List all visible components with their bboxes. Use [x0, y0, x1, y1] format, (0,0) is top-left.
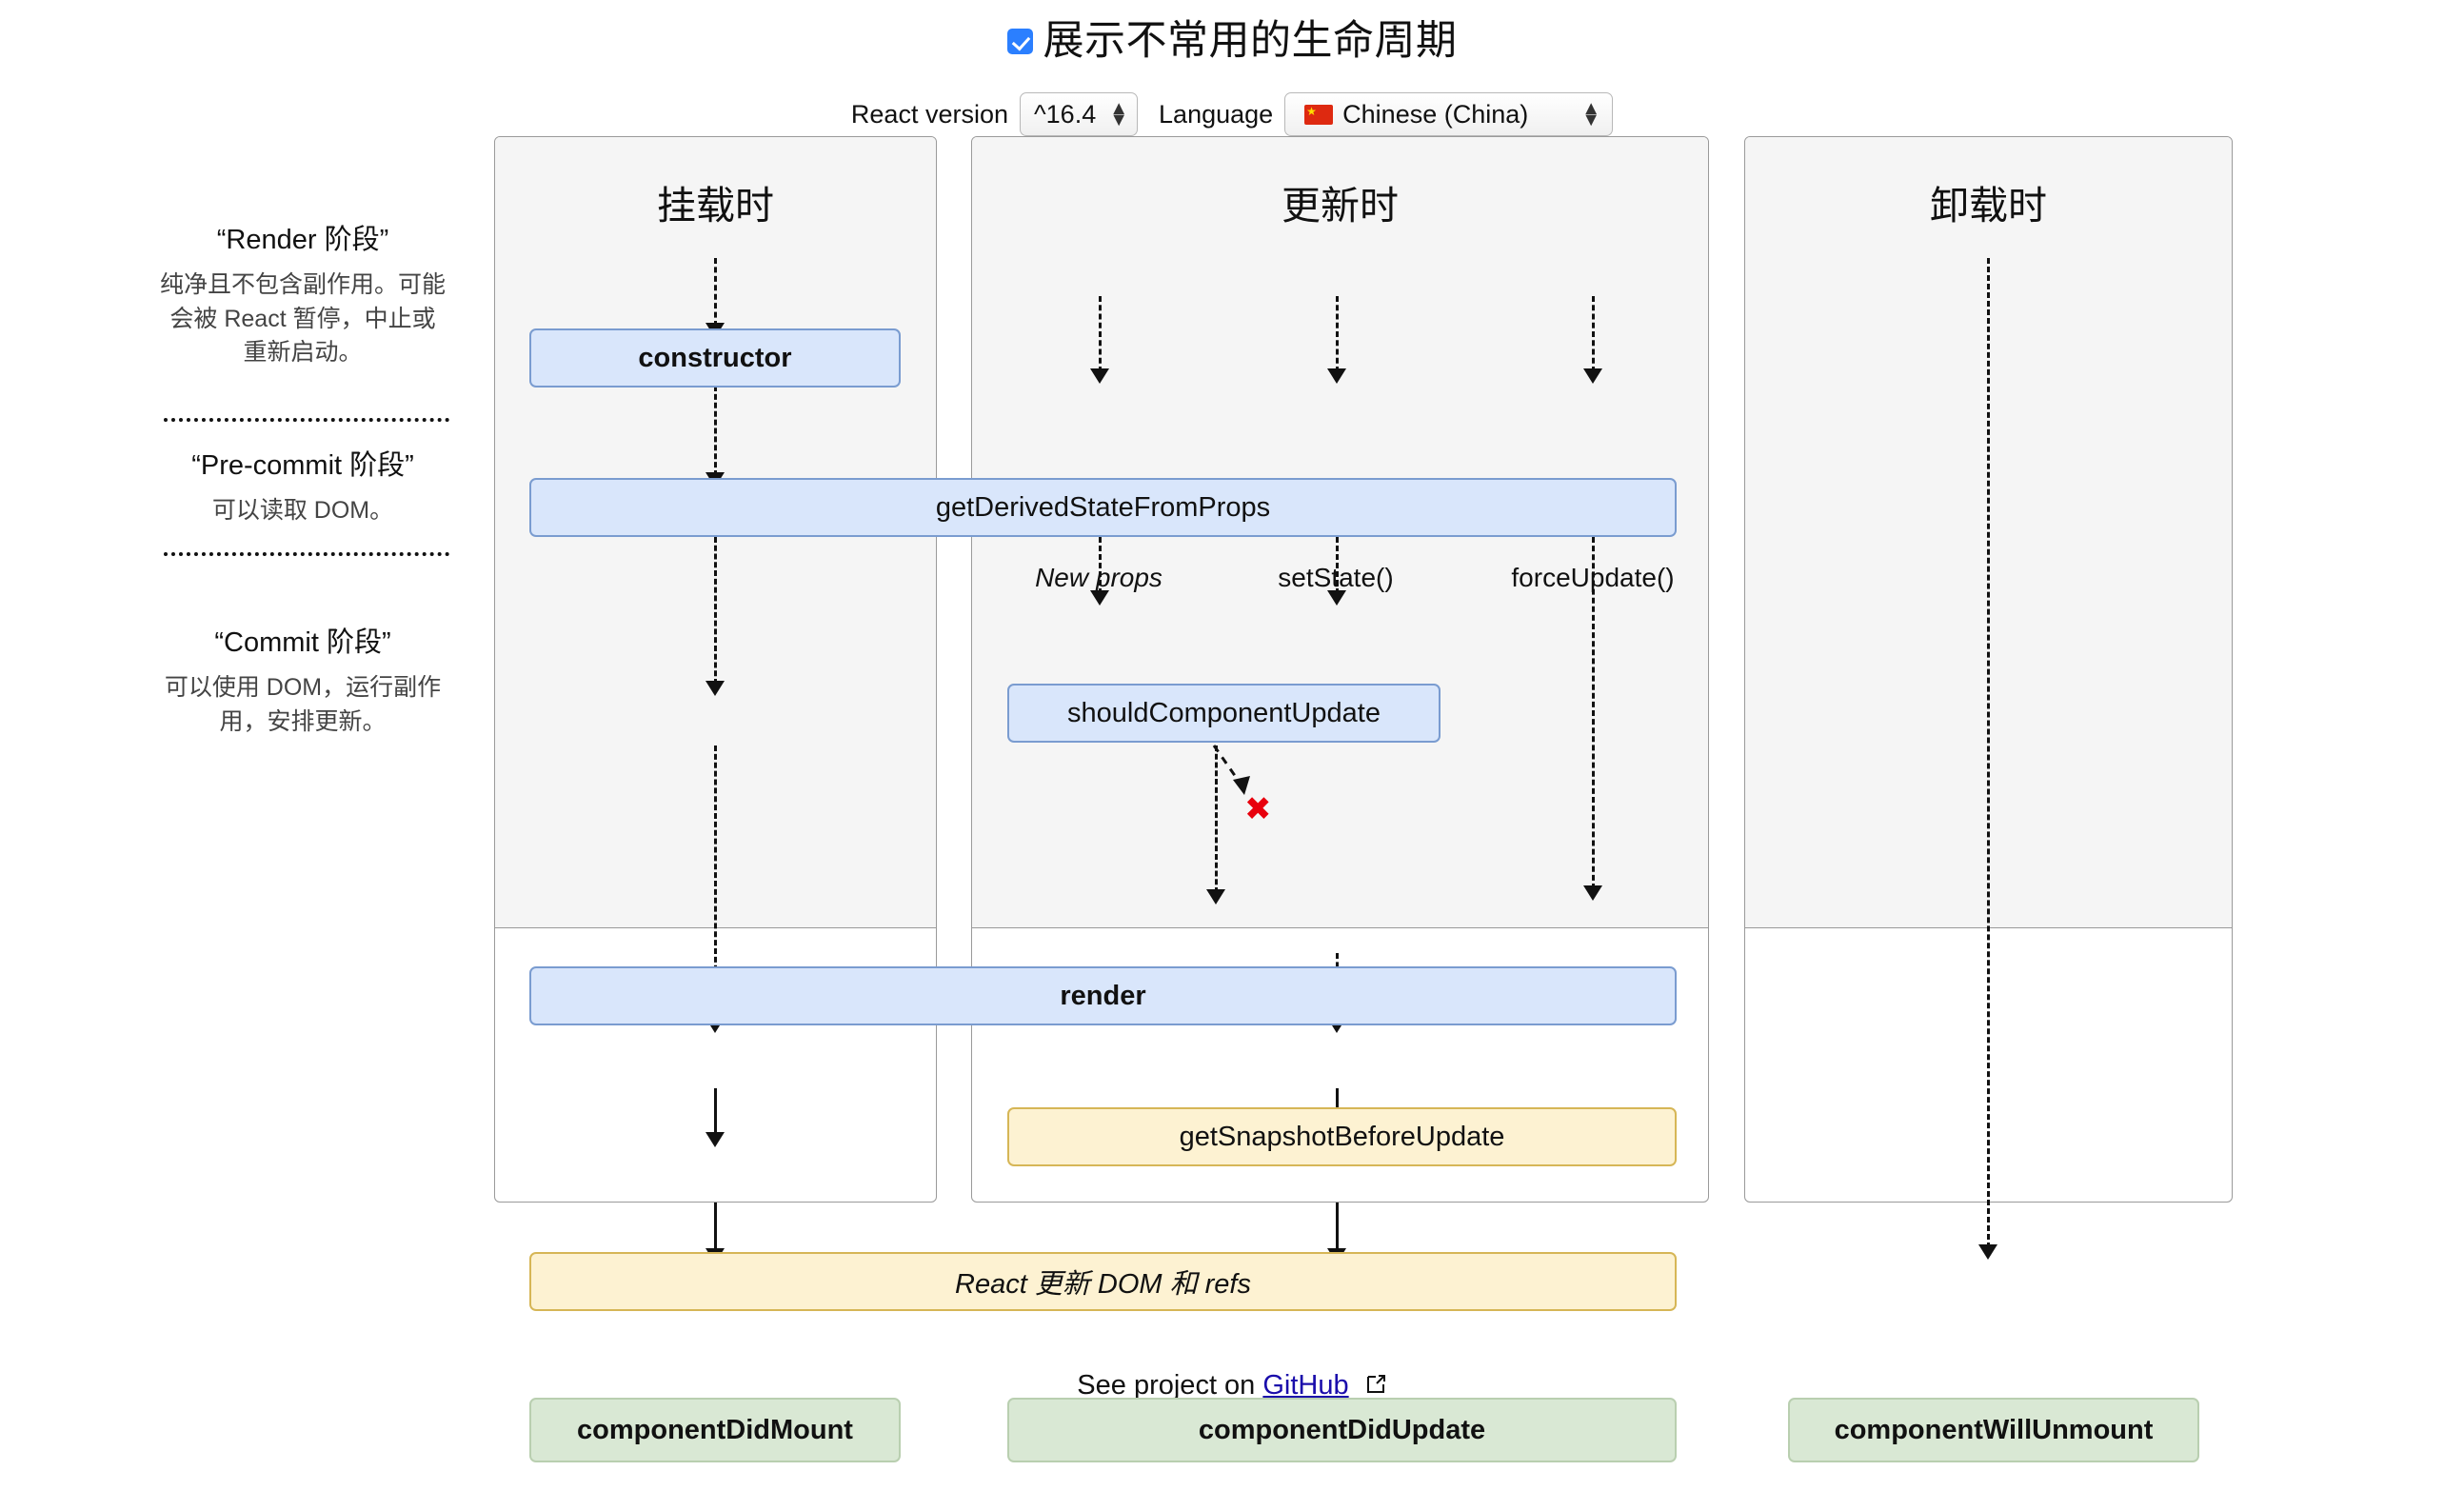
- github-link[interactable]: GitHub: [1262, 1370, 1349, 1401]
- connector-line: [714, 537, 717, 685]
- connector-line: [714, 746, 717, 1022]
- title-row: 展示不常用的生命周期: [0, 21, 2464, 62]
- react-version-label: React version: [850, 99, 1008, 129]
- language-control: Language Chinese (China) ▲▼: [1159, 92, 1614, 136]
- spinner-arrows-icon: ▲▼: [1581, 97, 1601, 130]
- connector-line: [1592, 537, 1595, 889]
- page-header: 展示不常用的生命周期 React version ^16.4 ▲▼ Langua…: [0, 0, 2464, 136]
- phase-title: “Commit 阶段”: [214, 627, 391, 658]
- node-get-derived-state-from-props[interactable]: getDerivedStateFromProps: [529, 478, 1677, 537]
- phase-description: 可以使用 DOM，运行副作用，安排更新。: [164, 674, 442, 735]
- language-value: Chinese (China): [1342, 99, 1529, 129]
- phase-render: “Render 阶段” 纯净且不包含副作用。可能会被 React 暂停，中止或重…: [160, 217, 446, 370]
- connector-line: [1336, 537, 1339, 594]
- show-less-common-lifecycles-checkbox[interactable]: [1006, 29, 1033, 54]
- node-react-updates-dom-and-refs[interactable]: React 更新 DOM 和 refs: [529, 1252, 1677, 1311]
- connector-line: [1592, 296, 1595, 372]
- spinner-arrows-icon: ▲▼: [1109, 97, 1129, 130]
- column-title-unmounting: 卸载时: [1930, 184, 2047, 228]
- phase-title: “Render 阶段”: [216, 225, 389, 255]
- trigger-new-props: New props: [1035, 563, 1162, 592]
- connector-arrow: [1206, 889, 1225, 905]
- connector-line: [1336, 1203, 1339, 1252]
- page-footer: See project on GitHub: [0, 1370, 2464, 1403]
- phase-description: 可以读取 DOM。: [211, 497, 394, 524]
- phase-divider-bottom: [164, 552, 449, 556]
- connector-arrow: [1090, 368, 1109, 384]
- connector-line: [1215, 746, 1218, 893]
- lifecycle-diagram: “Render 阶段” 纯净且不包含副作用。可能会被 React 暂停，中止或重…: [0, 136, 2464, 1462]
- node-render[interactable]: render: [529, 966, 1677, 1025]
- page-title: 展示不常用的生命周期: [1043, 18, 1458, 64]
- external-link-icon: [1364, 1372, 1387, 1403]
- controls-row: React version ^16.4 ▲▼ Language Chinese …: [0, 92, 2464, 136]
- connector-line: [1336, 296, 1339, 372]
- node-component-will-unmount[interactable]: componentWillUnmount: [1788, 1398, 2199, 1462]
- connector-line: [714, 258, 717, 327]
- skip-update-x-icon: ✖: [1244, 791, 1272, 827]
- language-select[interactable]: Chinese (China) ▲▼: [1284, 92, 1614, 136]
- footer-prefix: See project on: [1077, 1370, 1256, 1401]
- column-title-updating: 更新时: [1282, 184, 1399, 228]
- connector-arrow: [705, 1132, 725, 1147]
- connector-arrow: [1583, 368, 1602, 384]
- column-updating: 更新时: [971, 136, 1709, 1203]
- react-version-control: React version ^16.4 ▲▼: [850, 92, 1139, 136]
- node-component-did-update[interactable]: componentDidUpdate: [1007, 1398, 1677, 1462]
- connector-line: [714, 1203, 717, 1252]
- column-title-mounting: 挂载时: [657, 184, 774, 228]
- phase-description: 纯净且不包含副作用。可能会被 React 暂停，中止或重新启动。: [160, 271, 447, 366]
- connector-arrow: [705, 681, 725, 696]
- connector-arrow: [1583, 885, 1602, 901]
- node-component-did-mount[interactable]: componentDidMount: [529, 1398, 901, 1462]
- connector-line: [1099, 537, 1102, 594]
- node-should-component-update[interactable]: shouldComponentUpdate: [1007, 684, 1441, 743]
- react-version-select[interactable]: ^16.4 ▲▼: [1020, 92, 1139, 136]
- language-label: Language: [1159, 99, 1274, 129]
- node-get-snapshot-before-update[interactable]: getSnapshotBeforeUpdate: [1007, 1107, 1677, 1166]
- node-constructor[interactable]: constructor: [529, 328, 901, 388]
- connector-line: [1987, 258, 1990, 1248]
- connector-arrow: [1327, 590, 1346, 606]
- react-version-value: ^16.4: [1034, 99, 1097, 129]
- connector-line: [1099, 296, 1102, 372]
- phase-title: “Pre-commit 阶段”: [191, 450, 414, 481]
- connector-arrow: [1090, 590, 1109, 606]
- trigger-force-update: forceUpdate(): [1511, 563, 1675, 592]
- skip-update-branch: [1212, 745, 1250, 795]
- connector-line: [714, 1088, 717, 1136]
- phase-divider-top: [164, 418, 449, 422]
- phase-commit: “Commit 阶段” 可以使用 DOM，运行副作用，安排更新。: [160, 620, 446, 739]
- trigger-set-state: setState(): [1278, 563, 1394, 592]
- connector-arrow: [1327, 368, 1346, 384]
- phase-pre-commit: “Pre-commit 阶段” 可以读取 DOM。: [160, 443, 446, 528]
- china-flag-icon: [1304, 102, 1334, 125]
- connector-arrow: [1978, 1244, 1997, 1260]
- connector-line: [714, 386, 717, 476]
- column-divider: [972, 927, 1708, 928]
